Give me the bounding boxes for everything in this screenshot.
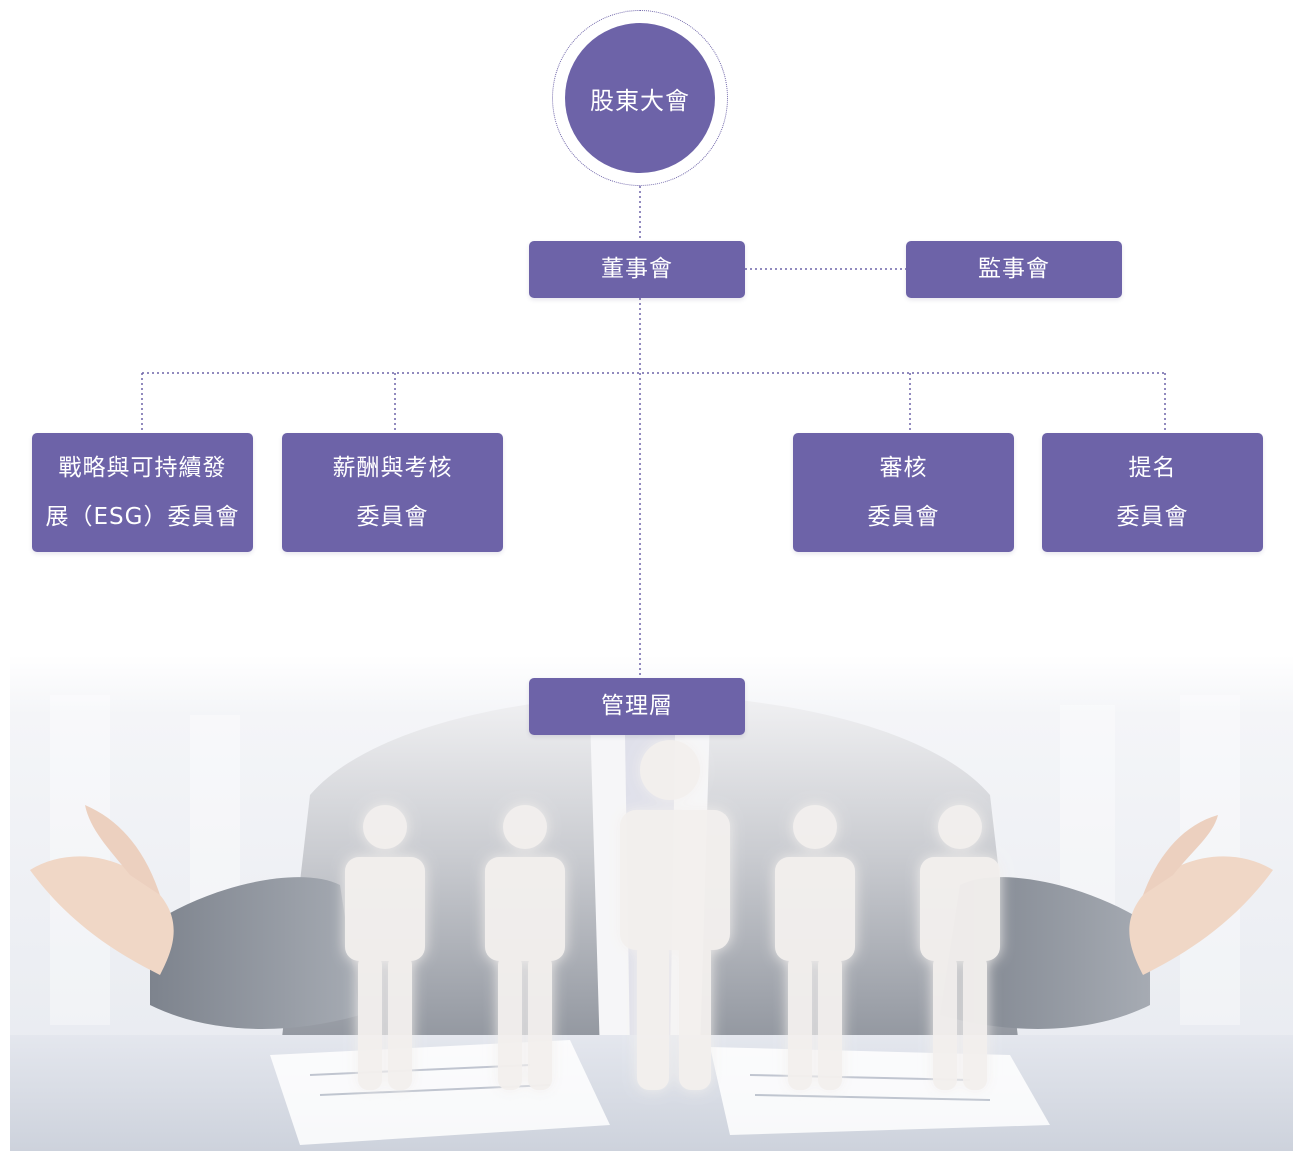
committee-label-line2: 委員會 <box>1116 503 1189 530</box>
committee-label-line2: 委員會 <box>867 503 940 530</box>
board-node: 董事會 <box>529 241 745 298</box>
committee-node-remuneration: 薪酬與考核 委員會 <box>282 433 503 552</box>
committee-label-line2: 委員會 <box>356 503 429 530</box>
board-label: 董事會 <box>601 256 673 282</box>
committee-label-line2: 展（ESG）委員會 <box>45 503 240 530</box>
supervisors-label: 監事會 <box>978 256 1050 282</box>
committee-node-strategy-esg: 戰略與可持續發 展（ESG）委員會 <box>32 433 253 552</box>
committee-node-audit: 審核 委員會 <box>793 433 1014 552</box>
committee-label-line1: 戰略與可持續發 <box>58 454 227 481</box>
shareholders-node-ring <box>552 10 728 186</box>
management-node: 管理層 <box>529 678 745 735</box>
supervisors-node: 監事會 <box>906 241 1122 298</box>
committee-label-line1: 審核 <box>879 454 928 481</box>
committee-node-nomination: 提名 委員會 <box>1042 433 1263 552</box>
shareholders-node: 股東大會 <box>565 23 715 173</box>
business-photo-illustration <box>10 655 1293 1151</box>
committee-label-line1: 薪酬與考核 <box>332 454 453 481</box>
management-label: 管理層 <box>601 693 673 719</box>
committee-label-line1: 提名 <box>1128 454 1177 481</box>
